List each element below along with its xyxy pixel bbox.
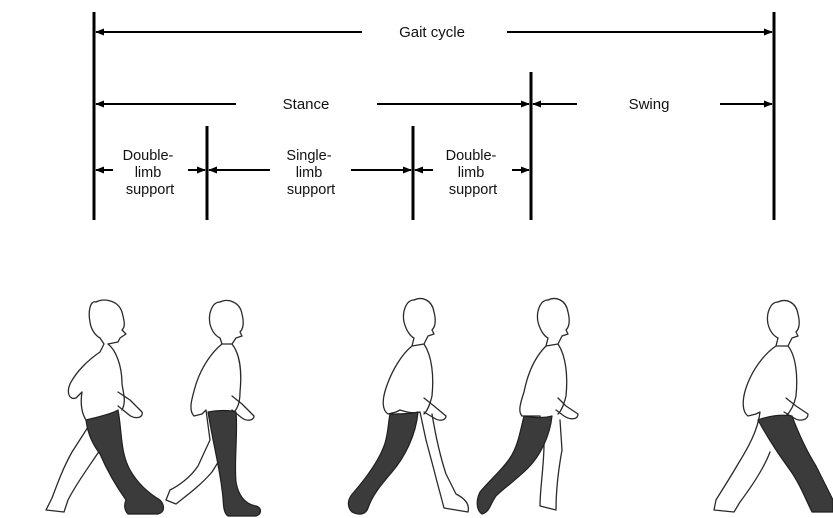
stance-label: Stance: [283, 96, 330, 113]
gait-cycle-label: Gait cycle: [399, 24, 465, 41]
single-line-1: Single-: [286, 148, 331, 164]
double-1-line-1: Double-: [123, 148, 174, 164]
walking-figure-2: [165, 299, 262, 517]
double-1-line-2: limb: [135, 165, 162, 181]
walking-figure-1: [45, 299, 165, 515]
single-label: Single- limb support: [286, 148, 335, 198]
double-2-line-2: limb: [458, 165, 485, 181]
double-1-line-3: support: [126, 182, 174, 198]
single-line-3: support: [287, 182, 335, 198]
double-1-label: Double- limb support: [123, 148, 178, 198]
double-2-line-3: support: [449, 182, 497, 198]
swing-label: Swing: [629, 96, 670, 113]
double-2-label: Double- limb support: [446, 148, 501, 198]
walking-figure-4: [476, 297, 579, 515]
walking-figure-3: [347, 297, 470, 515]
walking-figure-5: [713, 299, 833, 513]
single-line-2: limb: [296, 165, 323, 181]
double-2-line-1: Double-: [446, 148, 497, 164]
